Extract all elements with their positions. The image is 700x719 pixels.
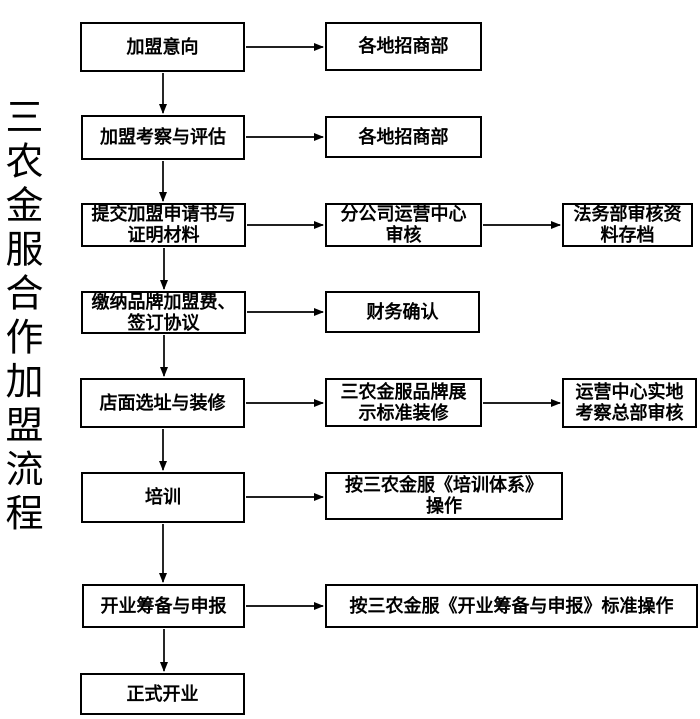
flow-node-n5: 店面选址与装修 (80, 378, 245, 428)
flow-node-n2: 加盟考察与评估 (81, 115, 245, 160)
flow-node-f5: 运营中心实地 考察总部审核 (562, 378, 697, 428)
flow-node-n8: 正式开业 (80, 673, 245, 715)
flow-node-n4: 缴纳品牌加盟费、 签订协议 (81, 291, 246, 334)
flow-node-n3: 提交加盟申请书与 证明材料 (81, 203, 246, 247)
flow-node-n1: 加盟意向 (80, 22, 245, 72)
flow-node-r4: 财务确认 (325, 291, 480, 333)
flow-node-r2: 各地招商部 (325, 116, 482, 158)
flow-node-n6: 培训 (81, 472, 245, 523)
flow-node-r6: 按三农金服《培训体系》 操作 (325, 472, 563, 520)
flow-node-f3: 法务部审核资 料存档 (562, 203, 693, 247)
flow-node-r1: 各地招商部 (325, 22, 482, 71)
flow-node-r7: 按三农金服《开业筹备与申报》标准操作 (325, 584, 698, 628)
flow-node-n7: 开业筹备与申报 (82, 584, 245, 628)
flow-node-r5: 三农金服品牌展 示标准装修 (325, 378, 482, 427)
diagram-title: 三农金服合作加盟流程 (0, 97, 43, 537)
flow-node-r3: 分公司运营中心 审核 (325, 203, 482, 247)
